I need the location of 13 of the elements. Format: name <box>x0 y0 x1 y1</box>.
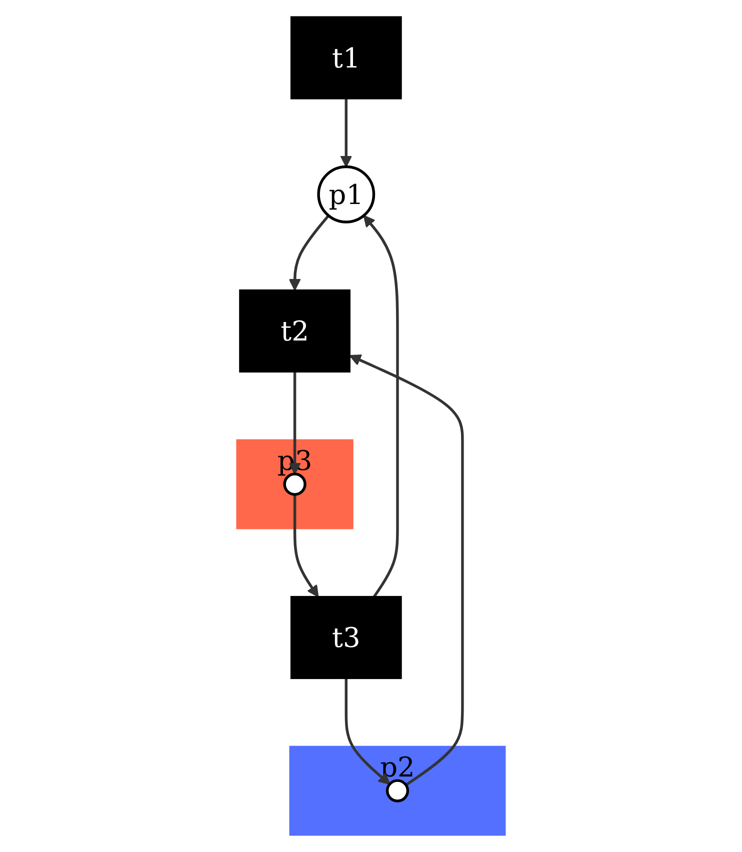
cluster <box>236 439 354 530</box>
node-box <box>239 289 351 373</box>
arrow <box>293 494 319 598</box>
arrow <box>363 215 399 598</box>
cluster <box>289 746 506 836</box>
arrow <box>349 354 464 786</box>
arrow <box>288 372 301 475</box>
node-circle <box>317 165 376 224</box>
arrow <box>340 98 352 168</box>
arrow <box>344 678 390 785</box>
node-box <box>290 16 402 100</box>
node-box <box>290 596 402 680</box>
arrow <box>288 214 330 291</box>
